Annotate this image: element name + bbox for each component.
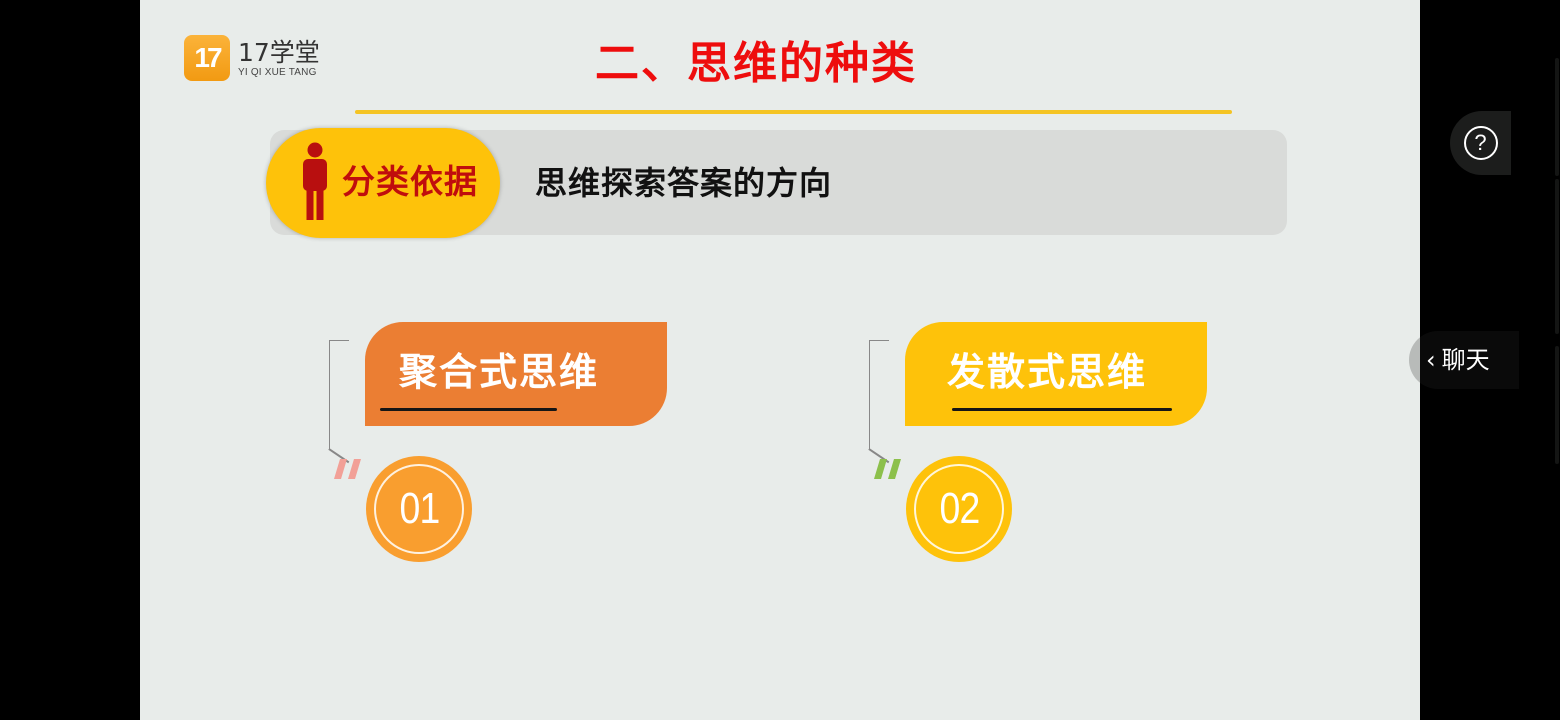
edge-handle-middle[interactable] (1555, 179, 1559, 334)
number-ring (914, 464, 1004, 554)
number-badge: 01 (366, 456, 472, 562)
category-underline (380, 408, 557, 411)
category-underline (952, 408, 1172, 411)
number-badge: 02 (906, 456, 1012, 562)
category-card-divergent: 发散式思维 02 (866, 320, 1226, 580)
help-icon: ? (1463, 126, 1498, 160)
chevron-left-icon: ‹ (1426, 346, 1436, 374)
bracket-decoration (329, 340, 349, 450)
quote-mark-icon (334, 459, 361, 479)
classification-label: 分类依据 (342, 162, 478, 201)
logo: 17 17学堂 YI QI XUE TANG (184, 35, 320, 81)
logo-name: 17学堂 (238, 37, 320, 67)
category-tag: 发散式思维 (905, 322, 1207, 426)
edge-handle-bottom[interactable] (1555, 346, 1559, 464)
slide-title: 二、思维的种类 (595, 38, 917, 89)
title-divider (355, 110, 1232, 114)
logo-badge: 17 (184, 35, 230, 81)
person-icon (303, 142, 327, 220)
bracket-decoration (869, 340, 889, 450)
category-tag: 聚合式思维 (365, 322, 667, 426)
logo-text: 17学堂 YI QI XUE TANG (238, 37, 320, 78)
category-card-convergent: 聚合式思维 01 (326, 320, 686, 580)
edge-handle-top[interactable] (1555, 58, 1559, 176)
slide-canvas: 17 17学堂 YI QI XUE TANG 二、思维的种类 分类依据 思维探索… (140, 0, 1420, 720)
logo-subtitle: YI QI XUE TANG (238, 66, 317, 78)
category-label: 聚合式思维 (399, 350, 600, 394)
number-text: 01 (399, 484, 440, 533)
chat-toggle[interactable]: ‹ 聊天 (1426, 344, 1490, 376)
help-button[interactable]: ? (1450, 111, 1511, 175)
number-ring (374, 464, 464, 554)
classification-pill: 分类依据 (266, 128, 500, 238)
quote-mark-icon (874, 459, 901, 479)
classification-text: 思维探索答案的方向 (535, 164, 833, 202)
category-label: 发散式思维 (947, 350, 1148, 394)
number-text: 02 (939, 484, 980, 533)
chat-label: 聊天 (1441, 346, 1490, 374)
chat-button[interactable] (1409, 331, 1519, 389)
